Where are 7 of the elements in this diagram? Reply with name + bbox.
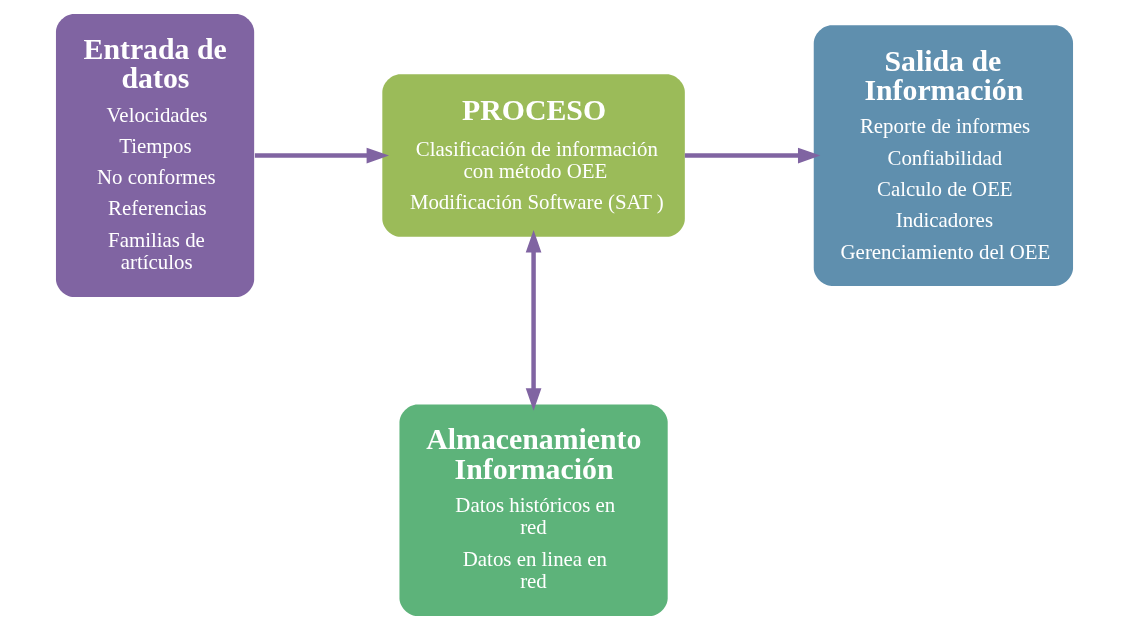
node-box: PROCESO Clasificación de información con método OEE Modificación Software (SAT ) (381, 74, 685, 237)
arrow (525, 230, 541, 411)
node-box: Salida de Información Reporte de informes Confiabilidad Calculo de OEE Indicadores Gerenciamiento del OEE (813, 25, 1073, 286)
node-box: Entrada de datos Velocidades Tiempos No conformes Referencias Familias de artículos (55, 13, 254, 298)
arrow (254, 147, 389, 164)
arrow (684, 147, 820, 164)
node-box: Almacenamiento Información Datos históricos en red Datos en linea en red (398, 404, 668, 617)
